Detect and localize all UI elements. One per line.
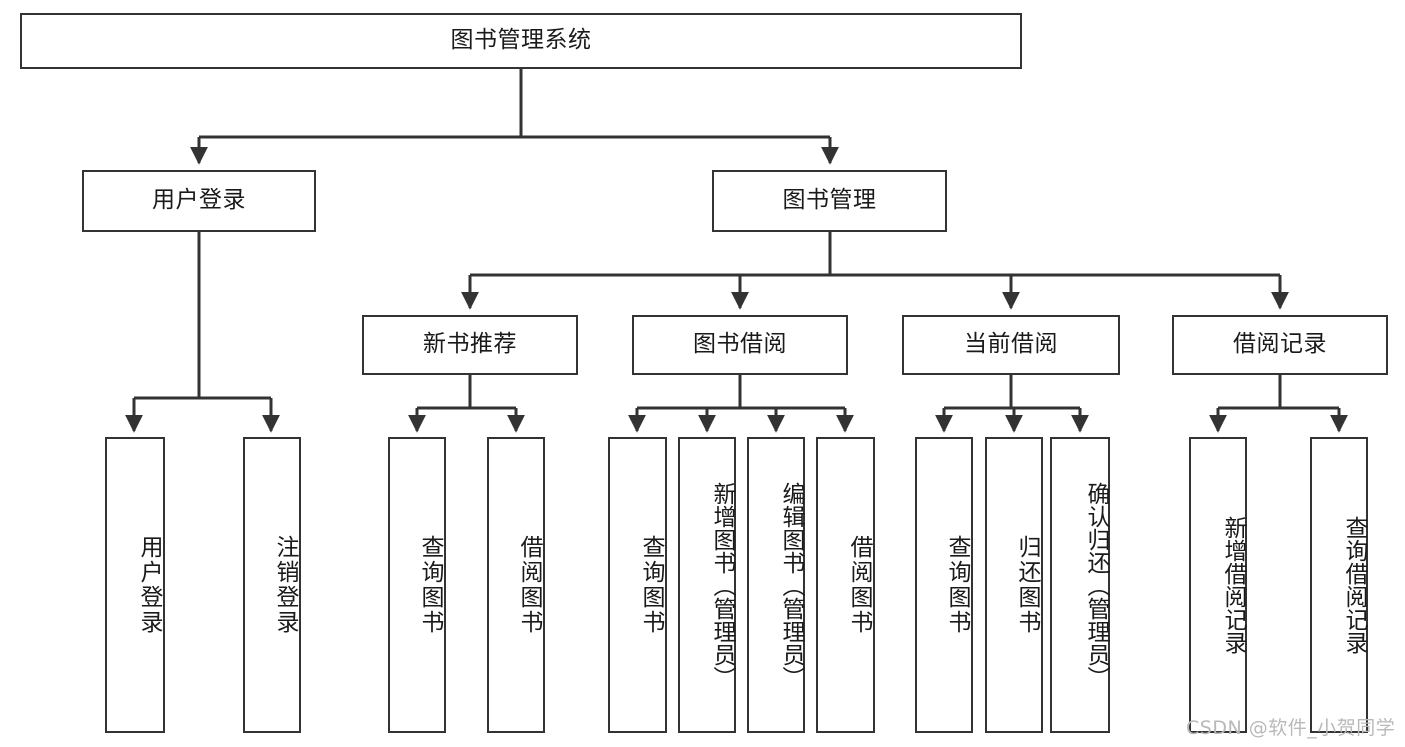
leaf-query-book-current[interactable]: 查询图书 xyxy=(915,437,973,733)
node-borrow-record[interactable]: 借阅记录 xyxy=(1172,315,1388,375)
leaf-return-book[interactable]: 归还图书 xyxy=(985,437,1043,733)
node-book-management[interactable]: 图书管理 xyxy=(712,170,947,232)
leaf-borrow-book-recommend[interactable]: 借阅图书 xyxy=(487,437,545,733)
node-user-login-label: 用户登录 xyxy=(152,187,246,214)
leaf-confirm-return-admin[interactable]: 确认归还（管理员） xyxy=(1050,437,1110,733)
node-book-borrow[interactable]: 图书借阅 xyxy=(632,315,848,375)
leaf-add-borrow-record[interactable]: 新增借阅记录 xyxy=(1189,437,1247,733)
leaf-edit-book-admin[interactable]: 编辑图书（管理员） xyxy=(747,437,805,733)
leaf-user-login[interactable]: 用户登录 xyxy=(105,437,165,733)
csdn-watermark: CSDN @软件_小贺同学 xyxy=(1186,717,1396,739)
node-borrow-record-label: 借阅记录 xyxy=(1233,331,1327,358)
node-root-label: 图书管理系统 xyxy=(450,27,592,54)
leaf-query-borrow-record[interactable]: 查询借阅记录 xyxy=(1310,437,1368,733)
node-current-borrow-label: 当前借阅 xyxy=(964,331,1058,358)
node-book-borrow-label: 图书借阅 xyxy=(693,331,787,358)
node-book-management-label: 图书管理 xyxy=(782,187,877,214)
node-root[interactable]: 图书管理系统 xyxy=(20,13,1022,69)
node-new-book-recommend-label: 新书推荐 xyxy=(423,331,517,358)
leaf-add-book-admin[interactable]: 新增图书（管理员） xyxy=(678,437,736,733)
leaf-borrow-book[interactable]: 借阅图书 xyxy=(816,437,875,733)
node-user-login[interactable]: 用户登录 xyxy=(82,170,316,232)
leaf-query-book-borrow[interactable]: 查询图书 xyxy=(608,437,667,733)
leaf-logout[interactable]: 注销登录 xyxy=(243,437,301,733)
node-current-borrow[interactable]: 当前借阅 xyxy=(902,315,1120,375)
node-new-book-recommend[interactable]: 新书推荐 xyxy=(362,315,578,375)
leaf-query-book-recommend[interactable]: 查询图书 xyxy=(388,437,446,733)
